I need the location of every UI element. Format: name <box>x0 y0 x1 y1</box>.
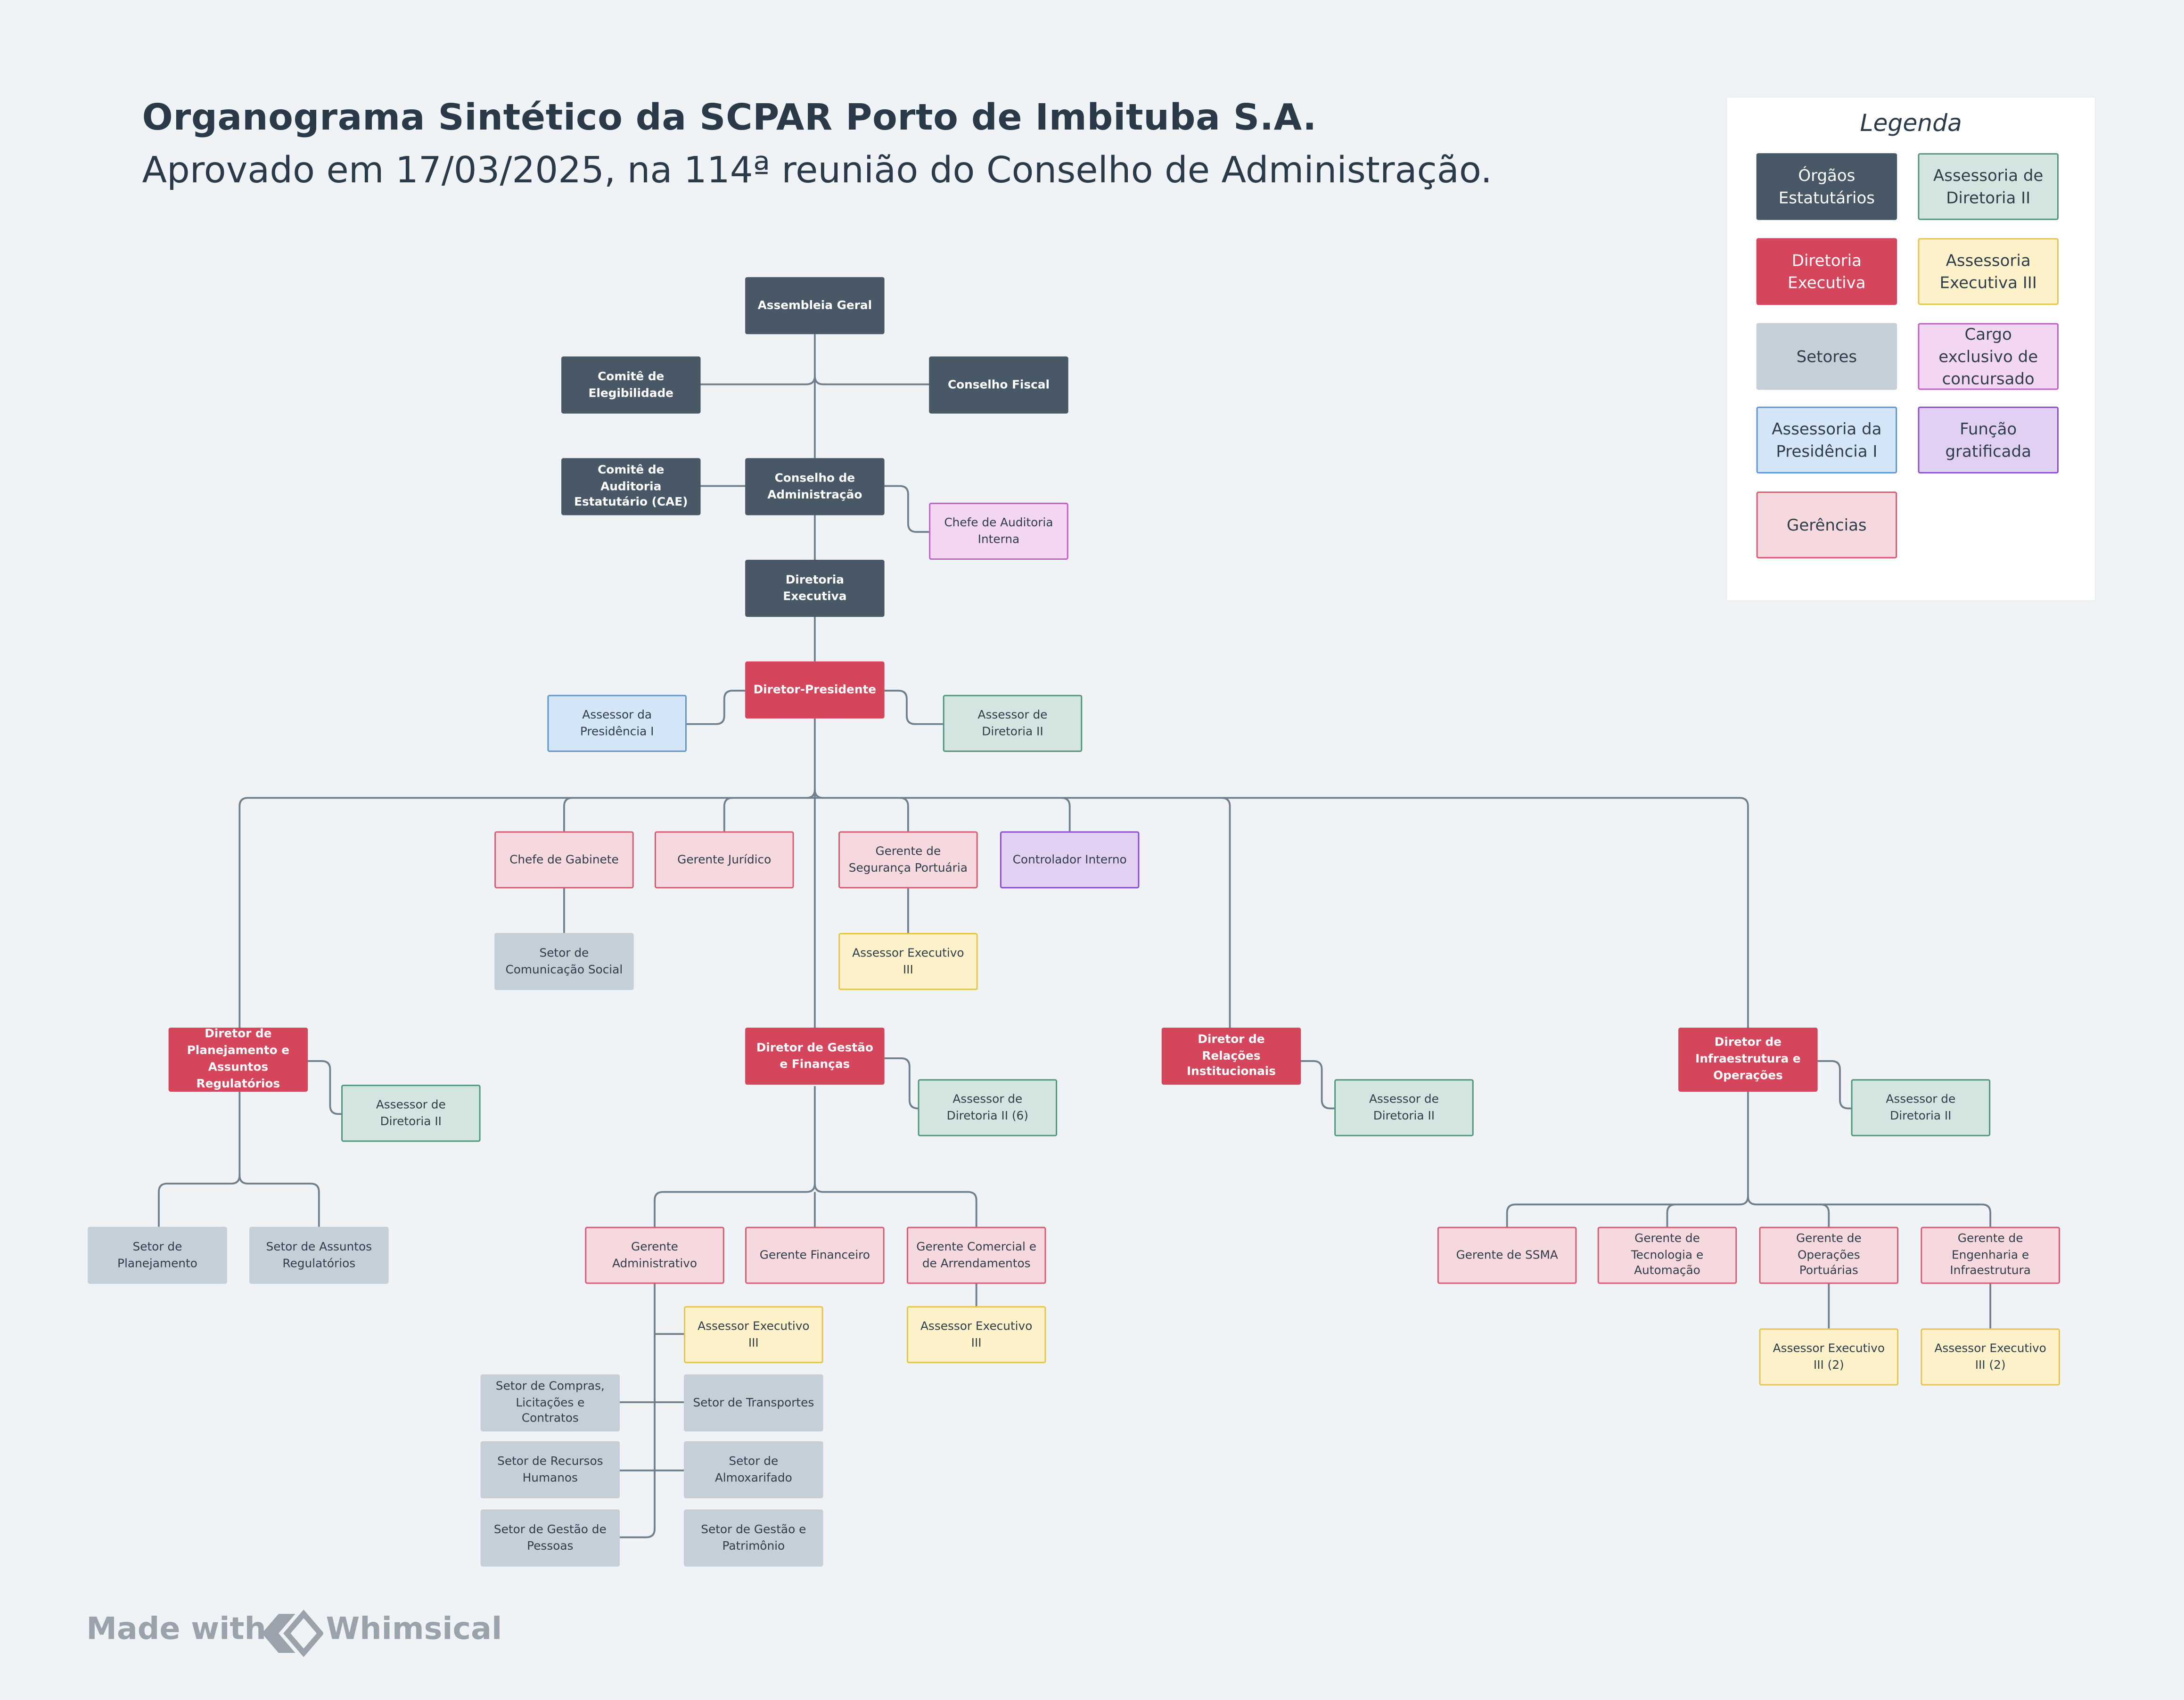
node-assessor-executivo-operacoes[interactable]: Assessor Executivo III (2) <box>1759 1328 1899 1386</box>
node-gerente-seguranca[interactable]: Gerente de Segurança Portuária <box>838 831 978 889</box>
node-assessor-presidencia[interactable]: Assessor da Presidência I <box>547 695 687 752</box>
legend-item-assessoria-presidencia: Assessoria da Presidência I <box>1756 406 1897 474</box>
node-gerente-operacoes[interactable]: Gerente de Operações Portuárias <box>1759 1226 1899 1284</box>
node-setor-assuntos-regulatorios[interactable]: Setor de Assuntos Regulatórios <box>249 1226 389 1284</box>
node-assessor-diretoria-planejamento[interactable]: Assessor de Diretoria II <box>341 1085 481 1142</box>
node-assessor-executivo-administrativo[interactable]: Assessor Executivo III <box>684 1306 823 1364</box>
node-assembleia-geral[interactable]: Assembleia Geral <box>745 277 885 335</box>
node-assessor-executivo-seguranca[interactable]: Assessor Executivo III <box>838 933 978 990</box>
connector <box>884 689 943 725</box>
node-gerente-administrativo[interactable]: Gerente Administrativo <box>585 1226 724 1284</box>
node-controlador-interno[interactable]: Controlador Interno <box>1000 831 1140 889</box>
connector <box>884 1057 918 1110</box>
connector <box>884 485 929 533</box>
connector <box>1747 1196 1992 1227</box>
connector <box>1061 797 1071 832</box>
connector <box>1506 1091 1749 1227</box>
node-diretor-relacoes[interactable]: Diretor de Relações Institucionais <box>1161 1028 1301 1085</box>
node-setor-planejamento[interactable]: Setor de Planejamento <box>88 1226 227 1284</box>
legend-item-orgaos: Órgãos Estatutários <box>1756 153 1897 220</box>
connector <box>723 797 733 832</box>
connector <box>1820 1203 1830 1227</box>
page-subtitle: Aprovado em 17/03/2025, na 114ª reunião … <box>142 150 1493 192</box>
node-setor-comunicacao[interactable]: Setor de Comunicação Social <box>494 933 634 990</box>
node-setor-gestao-pessoas[interactable]: Setor de Gestão de Pessoas <box>480 1509 620 1567</box>
connector <box>686 689 746 725</box>
node-assessor-diretoria-relacoes[interactable]: Assessor de Diretoria II <box>1334 1079 1474 1136</box>
legend-title: Legenda <box>1860 110 1962 138</box>
connector <box>1817 1060 1851 1110</box>
node-diretor-planejamento[interactable]: Diretor de Planejamento e Assuntos Regul… <box>168 1027 308 1092</box>
legend-item-diretoria: Diretoria Executiva <box>1756 238 1897 305</box>
node-assessor-diretoria-infraestrutura[interactable]: Assessor de Diretoria II <box>1851 1079 1991 1136</box>
node-gerente-engenharia[interactable]: Gerente de Engenharia e Infraestrutura <box>1921 1226 2060 1284</box>
connector <box>238 1175 320 1227</box>
node-setor-recursos-humanos[interactable]: Setor de Recursos Humanos <box>480 1441 620 1498</box>
node-diretor-presidente[interactable]: Diretor-Presidente <box>745 661 885 719</box>
connector <box>700 376 816 385</box>
made-with-label: Made with <box>86 1612 266 1648</box>
connector <box>618 1282 656 1538</box>
node-setor-transportes[interactable]: Setor de Transportes <box>684 1374 823 1432</box>
legend-item-funcao-gratificada: Função gratificada <box>1918 406 2059 474</box>
connector <box>813 376 929 385</box>
node-conselho-fiscal[interactable]: Conselho Fiscal <box>929 356 1068 414</box>
node-setor-almoxarifado[interactable]: Setor de Almoxarifado <box>684 1441 823 1498</box>
node-gerente-juridico[interactable]: Gerente Jurídico <box>654 831 794 889</box>
legend-item-concursado: Cargo exclusivo de concursado <box>1918 323 2059 390</box>
node-assessor-executivo-comercial[interactable]: Assessor Executivo III <box>906 1306 1046 1364</box>
node-gerente-financeiro[interactable]: Gerente Financeiro <box>745 1226 885 1284</box>
legend-item-setores: Setores <box>1756 323 1897 390</box>
connector <box>1221 797 1231 1028</box>
node-assessor-diretoria-gestao[interactable]: Assessor de Diretoria II (6) <box>918 1079 1058 1136</box>
node-chefe-gabinete[interactable]: Chefe de Gabinete <box>494 831 634 889</box>
node-gerente-ssma[interactable]: Gerente de SSMA <box>1437 1226 1577 1284</box>
node-setor-gestao-patrimonio[interactable]: Setor de Gestão e Patrimônio <box>684 1509 823 1567</box>
whimsical-brand[interactable]: Whimsical <box>326 1612 502 1648</box>
node-gerente-tecnologia[interactable]: Gerente de Tecnologia e Automação <box>1597 1226 1737 1284</box>
node-assessor-diretoria-presidente[interactable]: Assessor de Diretoria II <box>943 695 1083 752</box>
node-conselho-administracao[interactable]: Conselho de Administração <box>745 458 885 515</box>
connector <box>238 797 1749 1028</box>
connector <box>806 789 816 799</box>
connector <box>157 1091 241 1227</box>
node-assessor-executivo-engenharia[interactable]: Assessor Executivo III (2) <box>1921 1328 2060 1386</box>
node-diretor-infraestrutura[interactable]: Diretor de Infraestrutura e Operações <box>1678 1028 1818 1092</box>
legend-item-assessoria-diretoria: Assessoria de Diretoria II <box>1918 153 2059 220</box>
node-cae[interactable]: Comitê de Auditoria Estatutário (CAE) <box>561 458 701 515</box>
legend-item-assessoria-executiva: Assessoria Executiva III <box>1918 238 2059 305</box>
node-setor-compras[interactable]: Setor de Compras, Licitações e Contratos <box>480 1374 620 1432</box>
connector <box>1299 1060 1335 1110</box>
node-comite-elegibilidade[interactable]: Comitê de Elegibilidade <box>561 356 701 414</box>
whimsical-logo-icon <box>262 1610 323 1657</box>
connector <box>900 797 909 832</box>
connector <box>1666 1203 1676 1227</box>
page-title: Organograma Sintético da SCPAR Porto de … <box>142 97 1317 139</box>
node-chefe-auditoria[interactable]: Chefe de Auditoria Interna <box>929 502 1068 560</box>
node-gerente-comercial[interactable]: Gerente Comercial e de Arrendamentos <box>906 1226 1046 1284</box>
legend-item-gerencias: Gerências <box>1756 491 1897 559</box>
connector <box>654 1086 816 1227</box>
connector <box>813 789 823 799</box>
node-diretoria-executiva[interactable]: Diretoria Executiva <box>745 560 885 617</box>
connector <box>813 1183 977 1227</box>
connector <box>563 797 573 832</box>
connector <box>308 1060 343 1115</box>
node-diretor-gestao[interactable]: Diretor de Gestão e Finanças <box>745 1028 885 1085</box>
